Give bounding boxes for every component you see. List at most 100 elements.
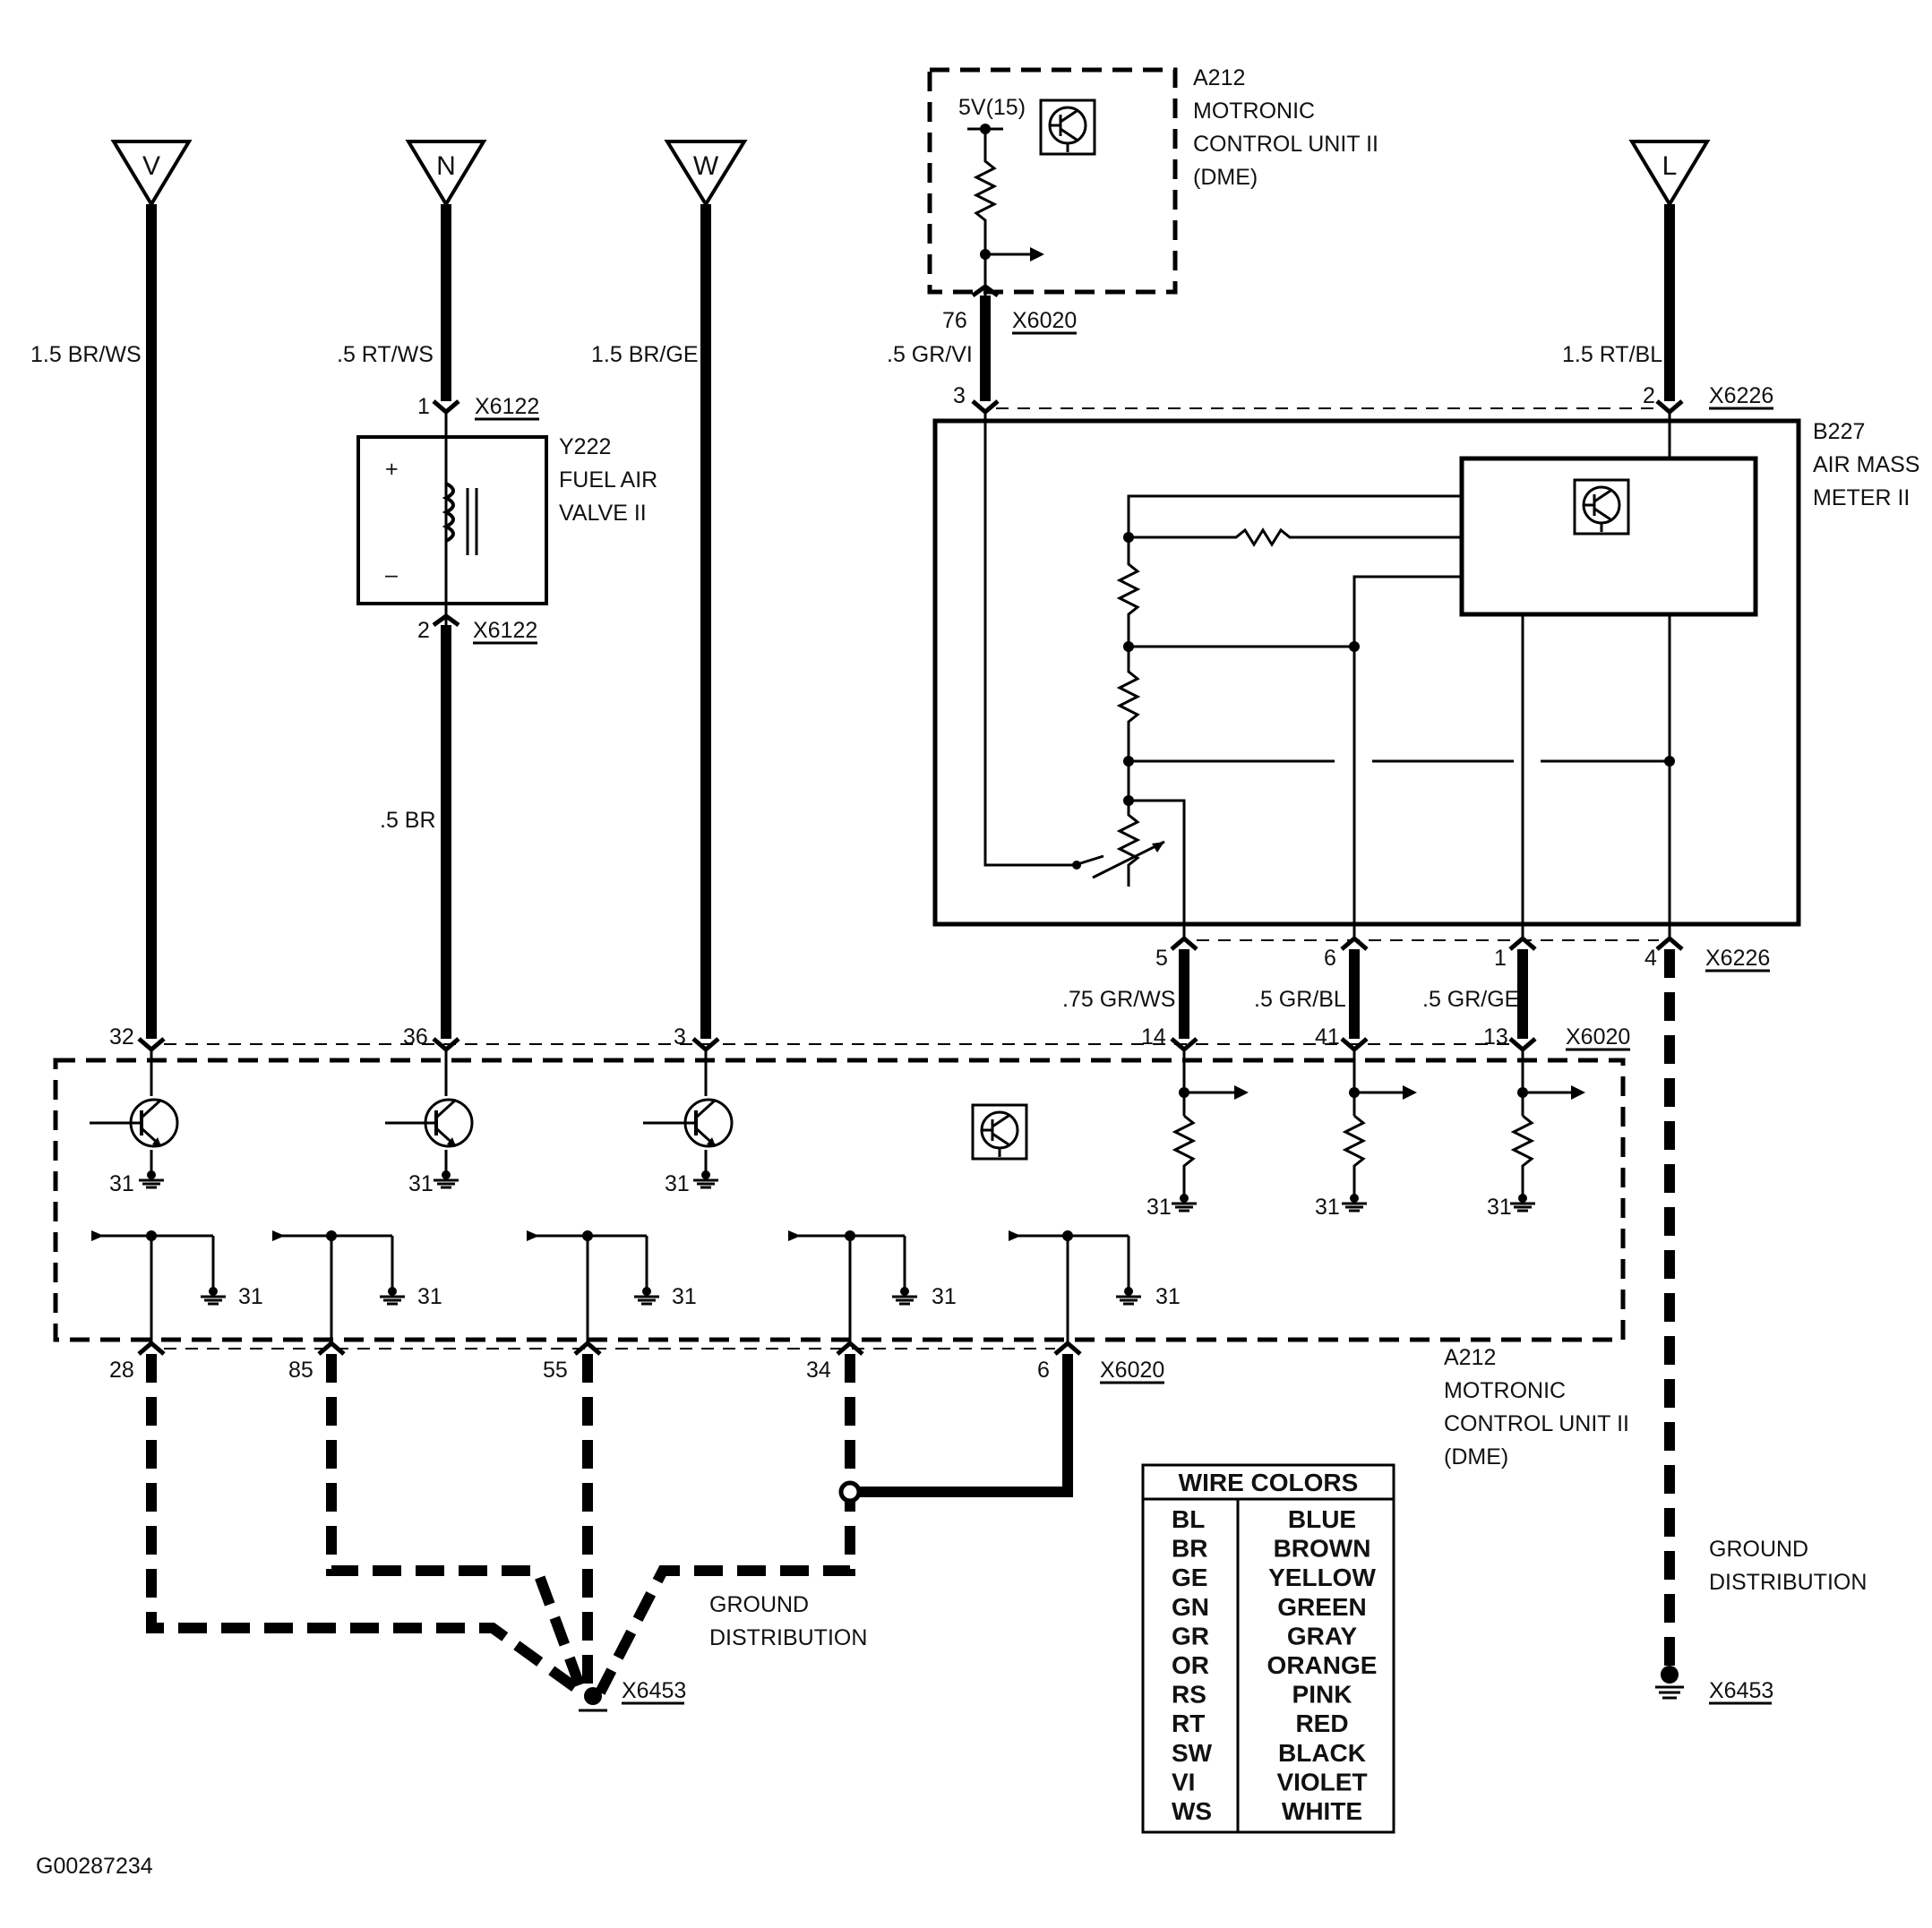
transistor-32 <box>90 1050 179 1189</box>
pin-y222-in: 1 <box>417 394 430 419</box>
ecu-icon <box>1573 478 1630 536</box>
terminal-v-label: V <box>142 151 160 181</box>
dme-bottom-box <box>53 1058 1626 1342</box>
y222-minus: – <box>385 562 398 587</box>
wire-n-lower-label: .5 BR <box>380 808 436 833</box>
figure-id: G00287234 <box>36 1854 153 1879</box>
dme-bottom-title-2: MOTRONIC <box>1444 1378 1566 1403</box>
connector-x6453-right: X6453 <box>1709 1678 1773 1703</box>
connector-x6020-bottom: X6020 <box>1100 1358 1164 1383</box>
connector-x6122-top: X6122 <box>475 394 539 419</box>
splice-icon <box>838 1480 862 1504</box>
legend-code: RS <box>1172 1681 1206 1709</box>
dme-top-title-2: MOTRONIC <box>1193 99 1315 124</box>
ground-tap-85 <box>272 1230 407 1343</box>
input-resistor-41 <box>1340 1050 1417 1212</box>
legend-code: BR <box>1172 1535 1207 1563</box>
pot-arrow <box>1152 842 1164 853</box>
connector-x6453-left: X6453 <box>622 1678 686 1703</box>
legend-code: BL <box>1172 1505 1205 1533</box>
terminal-w-label: W <box>693 151 719 181</box>
y222-title-3: VALVE II <box>559 501 647 526</box>
ground-31-label: 31 <box>1487 1195 1512 1220</box>
b227-internal-wire <box>1127 494 1462 537</box>
pin-c-41: 41 <box>1315 1024 1340 1050</box>
pot-wiper-wire <box>983 412 1075 867</box>
legend-code: OR <box>1172 1651 1209 1679</box>
legend-color-name: VIOLET <box>1276 1768 1367 1795</box>
wire-pin1-label: .5 GR/GE <box>1422 987 1519 1012</box>
connector-x6226-top: X6226 <box>1709 383 1773 408</box>
pin-c-14: 14 <box>1141 1024 1166 1050</box>
dme-bottom-title-3: CONTROL UNIT II <box>1444 1411 1629 1436</box>
legend-color-name: GREEN <box>1277 1593 1367 1621</box>
ground-tap-6 <box>1009 1230 1143 1343</box>
dme-top-resistor <box>973 129 998 296</box>
ground-31-labels: 31 31 31 31 31 31 31 31 31 31 31 <box>109 1171 1512 1309</box>
connector-labels: X6122 X6122 X6020 X6226 X6226 X6020 X602… <box>473 308 1773 1705</box>
ground-31-label: 31 <box>1146 1195 1172 1220</box>
terminal-v: V <box>110 140 193 208</box>
connector-x6122-bottom: X6122 <box>473 618 537 643</box>
dme-top-title-1: A212 <box>1193 65 1245 90</box>
pin-dme-76: 76 <box>942 308 967 333</box>
ground-31-label: 31 <box>932 1284 957 1309</box>
legend-color-name: YELLOW <box>1268 1564 1376 1591</box>
ground-31-label: 31 <box>417 1284 442 1309</box>
wire-v-label: 1.5 BR/WS <box>30 342 142 367</box>
legend-color-name: ORANGE <box>1267 1651 1378 1679</box>
pin-b-4: 4 <box>1644 946 1657 971</box>
ground-wire-85 <box>326 1354 588 1695</box>
legend-code: RT <box>1172 1709 1205 1737</box>
terminal-n-label: N <box>436 151 456 181</box>
ground-wire-34 <box>595 1354 855 1695</box>
b227-internal-wire <box>1352 575 1462 938</box>
pin-l-2: 2 <box>1643 383 1655 408</box>
ground-tap-55 <box>527 1230 661 1343</box>
pin-c-3: 3 <box>674 1024 686 1050</box>
ground-31-label: 31 <box>672 1284 697 1309</box>
pin-g-6: 6 <box>1037 1358 1050 1383</box>
pot-arrow-line <box>1092 840 1165 879</box>
dme-top-box <box>927 67 1178 295</box>
y222-plus: + <box>385 457 399 482</box>
ground-dist-left-1: GROUND <box>709 1592 809 1617</box>
pin-c-13: 13 <box>1483 1024 1508 1050</box>
input-resistor-14 <box>1170 1050 1249 1212</box>
terminal-n: N <box>405 140 487 208</box>
pin-g-28: 28 <box>109 1358 134 1383</box>
dme-top-voltage: 5V(15) <box>958 95 1026 120</box>
ground-tap-34 <box>788 1230 919 1343</box>
b227-title-1: B227 <box>1813 419 1865 444</box>
ground-31-label: 31 <box>109 1171 134 1196</box>
junction-dot <box>1072 861 1081 870</box>
b227-box <box>932 418 1801 927</box>
b227-title-2: AIR MASS <box>1813 452 1919 477</box>
legend-code: GN <box>1172 1593 1209 1621</box>
y222-title-1: Y222 <box>559 434 611 459</box>
ground-31-label: 31 <box>1155 1284 1181 1309</box>
ground-point-right-icon <box>1655 1666 1684 1700</box>
terminal-l-label: L <box>1662 151 1678 181</box>
b227-resistor-horizontal <box>1129 527 1462 547</box>
ground-dist-right-1: GROUND <box>1709 1537 1808 1562</box>
pin-c-36: 36 <box>403 1024 428 1050</box>
legend-code: GE <box>1172 1564 1207 1591</box>
connector-x6020-top: X6020 <box>1012 308 1077 333</box>
ground-dist-right-2: DISTRIBUTION <box>1709 1570 1867 1595</box>
coil-icon <box>442 482 455 543</box>
legend-code: WS <box>1172 1797 1212 1825</box>
ground-wire-6 <box>850 1354 1073 1497</box>
legend-color-name: PINK <box>1292 1681 1352 1709</box>
pin-b-1: 1 <box>1494 946 1507 971</box>
ground-31-label: 31 <box>238 1284 263 1309</box>
legend-code: GR <box>1172 1622 1209 1650</box>
b227-resistor-1 <box>1116 537 1141 647</box>
ground-31-label: 31 <box>408 1171 434 1196</box>
legend-color-name: BLACK <box>1278 1739 1366 1767</box>
legend-color-name: GRAY <box>1287 1622 1358 1650</box>
connector-x6020-mid: X6020 <box>1566 1024 1630 1050</box>
ecu-icon <box>971 1103 1028 1161</box>
